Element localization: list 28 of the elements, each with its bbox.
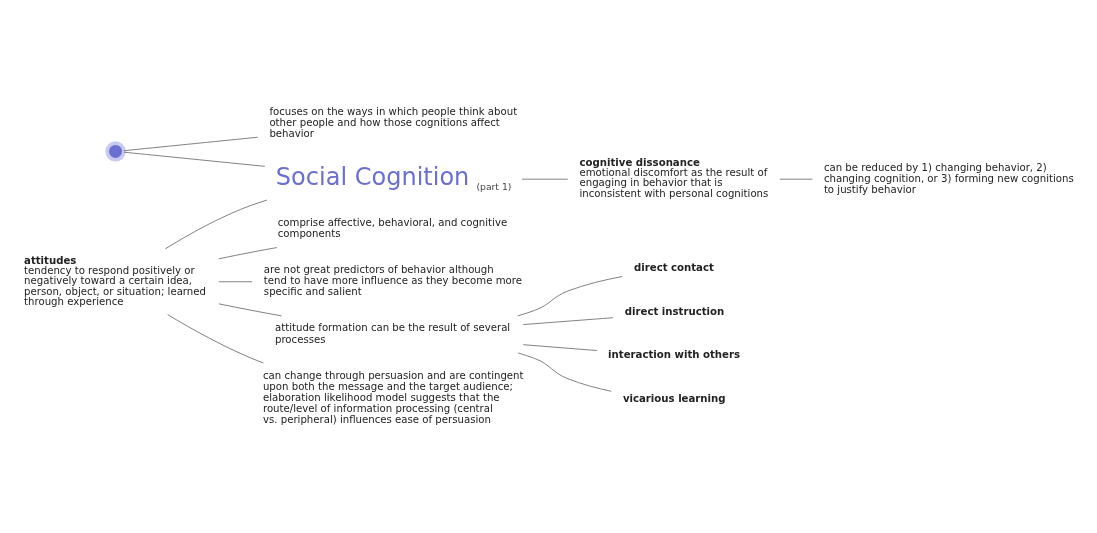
connector [521, 178, 569, 180]
node-text: are not great predictors of behavior although tend to have more influence as they become more specific and salient [263, 264, 522, 298]
node-text: interaction with others [608, 349, 741, 361]
connector [123, 151, 266, 167]
node-text: direct contact [633, 262, 714, 274]
connector [218, 303, 282, 317]
node-text: vicarious learning [622, 392, 726, 404]
connector [164, 199, 268, 250]
node-text: attitude formation can be the result of several processes [274, 322, 511, 345]
node-text: attitudes tendency to respond positively or negatively toward a certain idea, person, object, or situation; learned through experience [24, 255, 206, 307]
node-text: direct instruction [624, 305, 725, 317]
node-text: focuses on the ways in which people think about other people and how those cognitions affect behavior [269, 106, 518, 140]
node-text: Social Cognition [275, 163, 470, 192]
node-label: (part 1) [476, 181, 512, 193]
connector [218, 281, 253, 283]
connector [522, 344, 598, 351]
connector [218, 247, 278, 260]
node-circle [105, 141, 126, 162]
connector [517, 352, 612, 392]
node-text: comprise affective, behavioral, and cognitive components [277, 217, 508, 240]
node-text: cognitive dissonance emotional discomfort as the result of engaging in behavior that is inconsistent with personal cognitions [579, 157, 769, 199]
connector [123, 136, 259, 152]
node-text: can change through persuasion and are contingent upon both the message and the target audience; elaboration likelihood model suggests that the route/level of information processing (central vs. peripheral) influences ease of persuasion [262, 369, 524, 425]
connector [522, 317, 614, 326]
node-text: can be reduced by 1) changing behavior, 2) changing cognition, or 3) forming new cognitions to justify behavior [823, 161, 1074, 195]
connector [517, 276, 623, 317]
connector [167, 314, 264, 364]
connector [779, 178, 813, 180]
